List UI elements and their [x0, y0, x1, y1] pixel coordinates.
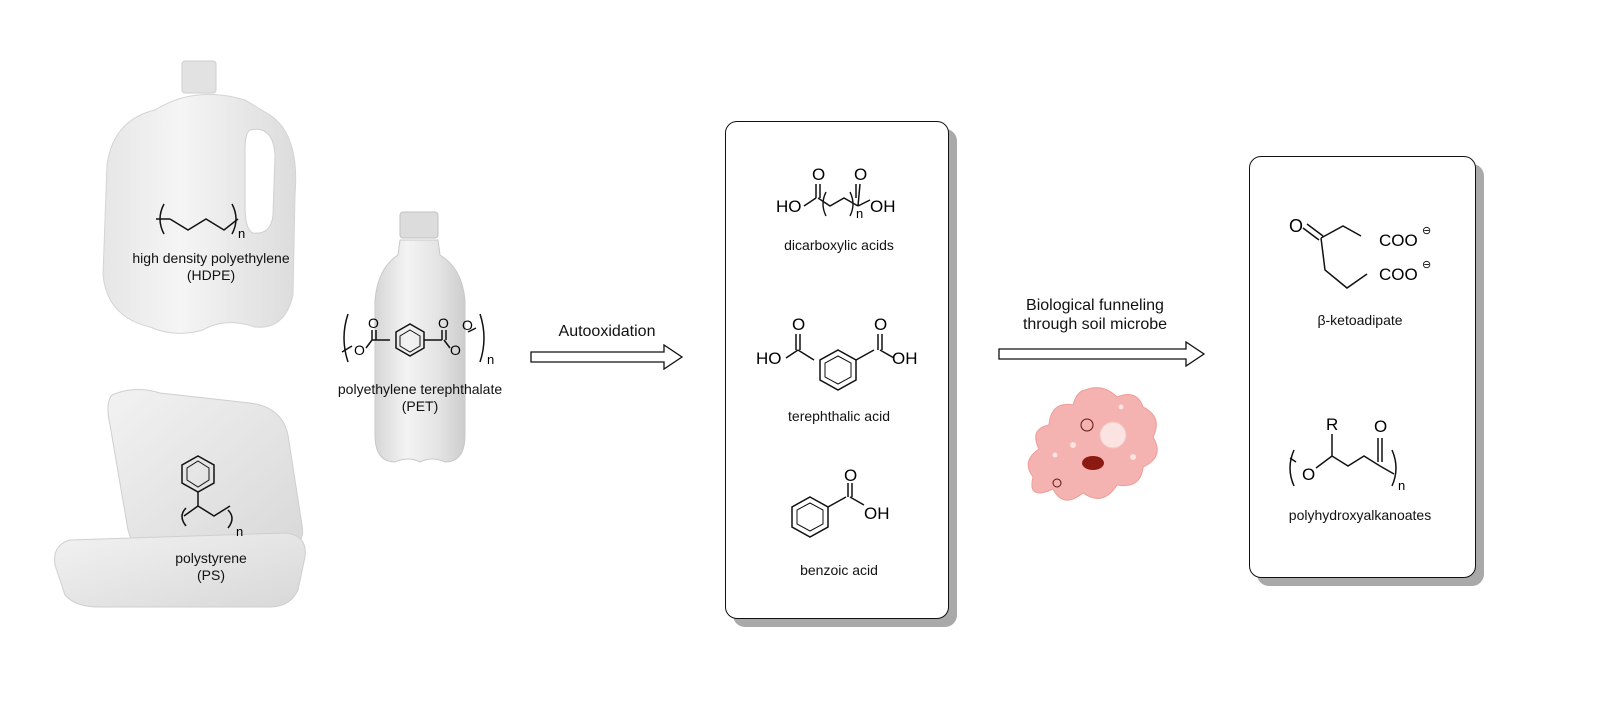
ps-name: polystyrene	[175, 550, 247, 566]
biological-funneling-line2: through soil microbe	[1022, 316, 1168, 333]
dicarboxylic-o-left: O	[812, 165, 825, 184]
pet-label: polyethylene terephthalate (PET)	[338, 381, 502, 415]
pet-o-right-low: O	[450, 342, 461, 358]
dicarboxylic-acids-label: dicarboxylic acids	[784, 237, 894, 253]
pha-r: R	[1326, 415, 1338, 434]
ketoadipate-o: O	[1289, 216, 1303, 236]
pha-label: polyhydroxyalkanoates	[1288, 507, 1432, 523]
terephthalic-ho: HO	[756, 349, 782, 368]
pha-subscript: n	[1398, 478, 1405, 493]
autooxidation-arrow	[530, 344, 684, 370]
hdpe-jug-illustration	[102, 60, 297, 334]
hdpe-label: high density polyethylene (HDPE)	[132, 250, 289, 284]
dicarboxylic-subscript: n	[856, 206, 863, 221]
beta-ketoadipate-structure: O COO ⊖ COO ⊖	[1289, 216, 1431, 289]
dicarboxylic-o-right: O	[854, 165, 867, 184]
hdpe-subscript: n	[238, 226, 245, 241]
pha-o: O	[1302, 465, 1315, 484]
pet-o-top-left: O	[368, 315, 379, 331]
soil-microbe-illustration	[1027, 387, 1158, 501]
dicarboxylic-acid-structure: HO O O n OH	[776, 165, 896, 221]
terephthalic-oh: OH	[892, 349, 918, 368]
benzoic-o: O	[844, 467, 857, 485]
terephthalic-acid-label: terephthalic acid	[788, 408, 890, 424]
terephthalic-o-right: O	[874, 315, 887, 334]
pet-abbr: (PET)	[401, 398, 439, 414]
terephthalic-o-left: O	[792, 315, 805, 334]
biological-funneling-label: Biological funneling through soil microb…	[1023, 296, 1167, 334]
pet-structure: O O O O O n	[341, 313, 494, 367]
ketoadipate-coo-top: COO	[1379, 231, 1418, 250]
pet-o-left: O	[354, 342, 365, 358]
benzoic-acid-structure: O OH	[791, 467, 890, 538]
ps-subscript: n	[236, 524, 243, 539]
ketoadipate-coo-bottom: COO	[1379, 265, 1418, 284]
dicarboxylic-ho: HO	[776, 197, 802, 216]
ketoadipate-charge-top: ⊖	[1422, 225, 1431, 237]
pha-carbonyl-o: O	[1374, 417, 1387, 436]
dicarboxylic-oh: OH	[870, 197, 896, 216]
pet-subscript: n	[487, 352, 494, 367]
pet-name: polyethylene terephthalate	[337, 381, 503, 397]
hdpe-abbr: (HDPE)	[186, 267, 236, 283]
intermediates-panel	[725, 121, 949, 619]
benzoic-acid-label: benzoic acid	[800, 562, 878, 578]
biological-funneling-line1: Biological funneling	[1026, 297, 1164, 314]
hdpe-structure: n	[156, 203, 245, 241]
benzoic-oh: OH	[864, 504, 890, 523]
terephthalic-acid-structure: HO O O OH	[756, 315, 918, 391]
biological-funneling-arrow	[998, 341, 1206, 367]
ps-structure: n	[181, 455, 243, 539]
ps-label: polystyrene (PS)	[175, 550, 247, 584]
pha-structure: O R O n	[1289, 415, 1405, 493]
ketoadipate-charge-bottom: ⊖	[1422, 259, 1431, 271]
hdpe-name: high density polyethylene	[132, 250, 290, 266]
ps-clamshell-illustration	[54, 389, 306, 608]
pet-o-right: O	[462, 317, 473, 333]
products-panel	[1249, 156, 1476, 578]
autooxidation-label: Autooxidation	[558, 323, 656, 340]
ps-abbr: (PS)	[197, 567, 225, 583]
pet-o-top-right: O	[438, 315, 449, 331]
beta-ketoadipate-label: β-ketoadipate	[1317, 312, 1403, 328]
